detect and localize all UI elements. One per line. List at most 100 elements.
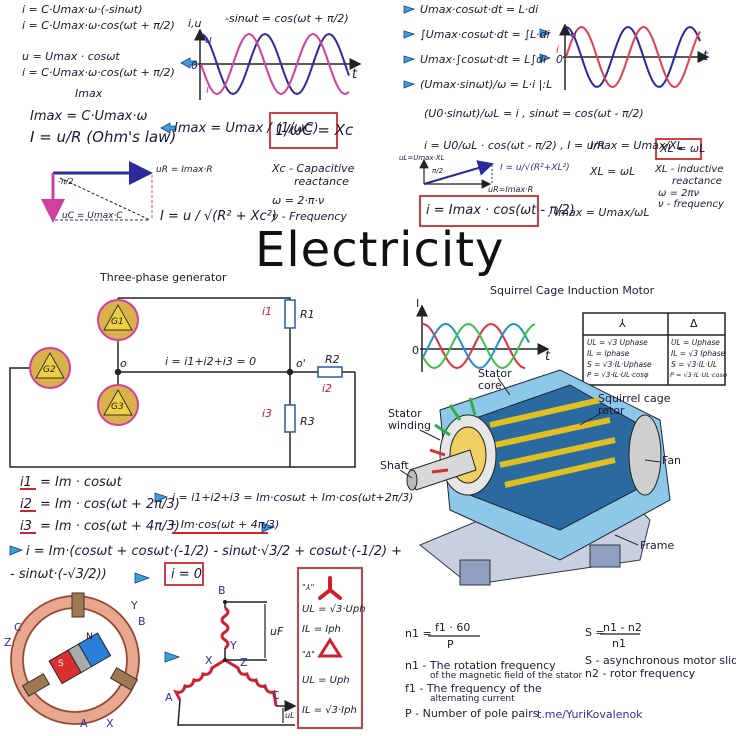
formula: (U0·sinωt)/ωL = i , sinωt = cos(ωt - π/2…: [424, 107, 644, 120]
inductor-result: i = Imax · cos(ωt - π/2): [426, 203, 575, 218]
delta-current: IL = √3·Iph: [302, 705, 357, 716]
capacitor-graph: [194, 28, 362, 100]
zero-current-box: [164, 562, 204, 586]
credit-link[interactable]: t.me/YuriKovalenok: [537, 708, 643, 721]
zero-current: i = 0: [171, 567, 203, 582]
n1-lhs: n1 =: [405, 627, 432, 640]
graph-u-label: u: [205, 33, 212, 46]
red-underlines: [20, 488, 268, 534]
stator-diagram: [10, 592, 140, 725]
s-denominator: n1: [612, 637, 626, 650]
formula: - sinωt·(-√3/2)): [10, 567, 107, 582]
star-quote: "⅄": [302, 583, 315, 592]
shaft-label: Shaft: [380, 459, 409, 472]
xl-description: XL - inductive: [655, 164, 724, 175]
star-a: A: [165, 691, 173, 704]
resistor-r2: [317, 366, 343, 378]
nu-description: ν - Frequency: [272, 210, 347, 223]
stator-y: Y: [131, 599, 138, 612]
node-o: o: [120, 357, 127, 370]
table-cell: S = √3·IL·Uphase: [587, 360, 652, 369]
s-lhs: S =: [585, 626, 605, 639]
phase-a-wave: [422, 322, 526, 370]
star-symbol-icon: [318, 576, 342, 600]
voltage-wave: [200, 32, 350, 96]
resistor-r1: [284, 299, 296, 329]
formula: + Im·cos(ωt + 4π/3): [168, 518, 280, 531]
table-cell: P = √3·IL·UL·cosφ: [670, 371, 728, 379]
formula: = Im · cosωt: [40, 475, 122, 490]
omega-formula: ω = 2·π·ν: [272, 194, 325, 207]
xl-description: reactance: [672, 176, 722, 187]
formula: Imax: [75, 87, 103, 100]
stator-c: C: [14, 621, 22, 634]
imax-formula: , Imax = Umax/ωL: [548, 206, 650, 219]
three-phase-graph: [416, 304, 550, 372]
formula: u = Umax · cosωt: [22, 50, 120, 63]
xc-description: Xc - Capacitive: [272, 162, 355, 175]
formula: XL = ωL: [590, 165, 636, 178]
motor-table-grid: [582, 312, 726, 386]
graph-t-label: t: [545, 349, 551, 364]
capacitor-phasor: [41, 161, 153, 223]
i1-label: i1: [262, 305, 273, 318]
identity: -sinωt = cos(ωt + π/2): [225, 12, 349, 25]
i3-symbol: i3: [20, 519, 32, 534]
formula: i = C·Umax·ω·cos(ωt + π/2): [22, 19, 175, 32]
phasor-uc: uC = Umax·C: [62, 211, 123, 221]
phasor-ul: uL=Umax·XL: [399, 154, 445, 162]
resistor-r3: [284, 404, 296, 433]
phase-c-wave: [422, 322, 536, 370]
graph-zero: 0: [191, 59, 198, 72]
generator-circuit: [9, 297, 356, 468]
impedance-formula: I = u / √(R² + Xc²): [160, 209, 277, 224]
i3-label: i3: [262, 407, 273, 420]
delta-symbol-icon: [317, 637, 343, 658]
current-wave: [200, 32, 350, 96]
phase-b-wave: [422, 322, 530, 370]
formula: = Im · cos(ωt + 4π/3): [40, 519, 180, 534]
s-numerator: n1 - n2: [603, 621, 642, 634]
formula: = Im · cos(ωt + 2π/3): [40, 497, 180, 512]
n1-description: of the magnetic field of the stator: [430, 671, 583, 681]
formula: Umax·∫cosωt·dt = L∫di: [420, 53, 547, 66]
voltage-wave: [565, 25, 701, 88]
formula: i = U0/ωL · cos(ωt - π/2) , I = u/R: [424, 139, 606, 152]
star-x: X: [205, 654, 213, 667]
stator-core-label: Stator core: [478, 367, 512, 392]
inductor-graph: [559, 23, 710, 90]
phasor-ur: uR = Imax·R: [156, 165, 213, 175]
capacitive-reactance-box: [269, 112, 338, 149]
fraction-bars: [428, 633, 640, 637]
r1-label: R1: [300, 308, 315, 321]
graph-i-label: I: [416, 297, 420, 310]
i1-symbol: i1: [20, 475, 32, 490]
stator-x: X: [106, 717, 114, 730]
inductor-result-box: [419, 195, 539, 227]
table-cell: IL = Iphase: [587, 349, 630, 358]
star-connection-diagram: [173, 600, 297, 726]
generators: [29, 299, 139, 426]
inductor-phasor: [419, 158, 494, 189]
motor-title: Squirrel Cage Induction Motor: [490, 284, 655, 297]
star-c: C: [272, 689, 280, 702]
n1-numerator: f1 · 60: [435, 621, 471, 634]
omega-formula: ω = 2πν: [658, 188, 700, 199]
rotor-label: Squirrel cage rotor: [598, 392, 671, 417]
generator-g3: G3: [111, 402, 124, 412]
generator-title: Three-phase generator: [100, 271, 227, 284]
delta-quote: "Δ": [302, 650, 315, 659]
induction-motor-illustration: [399, 369, 671, 586]
formula: i = i1+i2+i3 = Im·cosωt + Im·cos(ωt+2π/3…: [172, 491, 414, 504]
table-header-star: ⅄: [619, 317, 626, 330]
table-cell: IL = √3 Iphase: [671, 349, 726, 358]
n1-denominator: P: [447, 638, 454, 651]
xc-description: reactance: [294, 175, 349, 188]
table-header-delta: Δ: [690, 317, 698, 330]
graph-i-label: i: [206, 83, 210, 96]
phasor-ur: uR=Imax·R: [488, 185, 534, 194]
stator-winding-label: Stator winding: [388, 407, 432, 432]
formula: ∫Umax·cosωt·dt = ∫L·di: [420, 28, 550, 41]
star-voltage: UL = √3·Uph: [302, 604, 366, 615]
inductive-reactance: XL = ωL: [660, 142, 706, 155]
